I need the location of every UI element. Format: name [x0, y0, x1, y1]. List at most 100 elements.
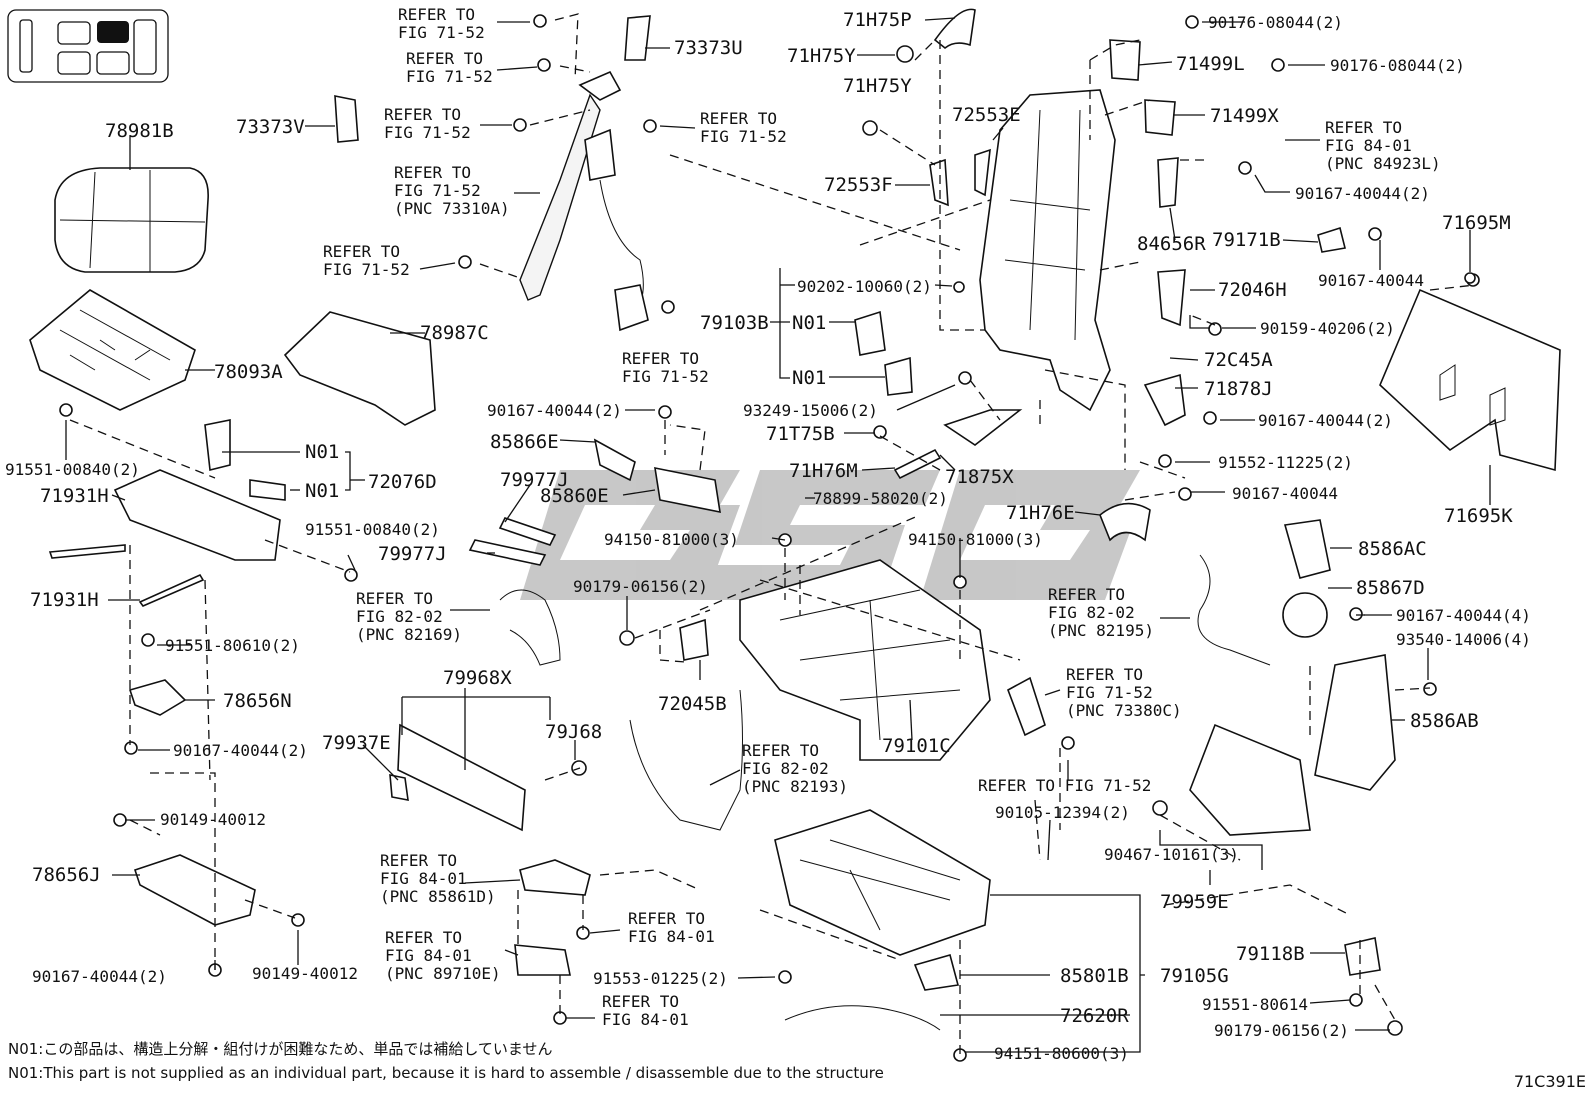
label-pnc-84923l: (PNC 84923L) — [1325, 154, 1441, 173]
adjuster-71931h-icon — [113, 469, 281, 561]
label-78899-58020: 78899-58020(2) — [813, 489, 948, 508]
label-refer-to-16: REFER TO — [602, 992, 679, 1011]
diagram-code: 71C391E — [1513, 1072, 1586, 1091]
seat-track-79105g-icon — [774, 809, 991, 956]
label-94150-81000-1: 94150-81000(3) — [604, 530, 739, 549]
label-refer-to-3: REFER TO — [384, 105, 461, 124]
label-71499l: 71499L — [1176, 53, 1245, 75]
label-fig-84-01-3: FIG 84-01 — [628, 927, 715, 946]
label-79968x: 79968X — [443, 667, 512, 689]
label-refer-to-10: REFER TO — [1048, 585, 1125, 604]
label-73373u: 73373U — [674, 37, 743, 59]
label-94151-80600: 94151-80600(3) — [994, 1044, 1129, 1063]
switch-85860e-icon — [654, 466, 721, 514]
motor-n01-upper-icon — [204, 419, 231, 471]
label-71t75b: 71T75B — [766, 423, 835, 445]
label-fig-84-01-5: FIG 84-01 — [602, 1010, 689, 1029]
label-refer-to-8: REFER TO — [622, 349, 699, 368]
label-refer-to-11: REFER TO — [1066, 665, 1143, 684]
label-71h76m: 71H76M — [789, 460, 858, 482]
label-pnc-82169: (PNC 82169) — [356, 625, 462, 644]
seat-frame-79101c-icon — [739, 559, 991, 761]
label-78656j: 78656J — [32, 864, 101, 886]
clip-71695m-icon — [1464, 272, 1476, 284]
harness-82193-icon — [629, 689, 743, 831]
label-79j68: 79J68 — [545, 721, 602, 743]
label-90105-12394: 90105-12394(2) — [995, 803, 1130, 822]
bolt-icons — [59, 14, 1480, 1062]
label-71695k: 71695K — [1444, 505, 1513, 527]
pin-71931h-lower-icon — [138, 573, 205, 607]
label-fig-71-52-8: FIG 71-52 — [1066, 683, 1153, 702]
label-91551-80614: 91551-80614 — [1202, 995, 1308, 1014]
label-71878j: 71878J — [1204, 378, 1273, 400]
label-72045b: 72045B — [658, 693, 727, 715]
label-90149-40012-1: 90149-40012 — [160, 810, 266, 829]
label-90167-40044-1: 90167-40044(2) — [1295, 184, 1430, 203]
label-fig-71-52-6: FIG 71-52 — [323, 260, 410, 279]
label-fig-71-52-4: FIG 71-52 — [700, 127, 787, 146]
recliner-n01-lower-icon — [884, 356, 913, 396]
duct-8586ab-icon — [1314, 654, 1396, 791]
guide-71h75p-icon — [933, 8, 976, 50]
pin-71931h-upper-icon — [48, 544, 126, 559]
sensor-72045b-icon — [679, 618, 709, 661]
bracket-73373v-icon — [334, 95, 359, 143]
part-labels: REFER TO FIG 71-52 REFER TO FIG 71-52 73… — [5, 5, 1531, 1063]
label-90167-40044-5: 90167-40044 — [1232, 484, 1338, 503]
harness-82195-icon — [1197, 554, 1271, 666]
label-refer-to-13: REFER TO — [380, 851, 457, 870]
label-71695m: 71695M — [1442, 212, 1511, 234]
duct-8586ac-icon — [1283, 519, 1331, 579]
label-84656r: 84656R — [1137, 233, 1206, 255]
label-94150-81000-2: 94150-81000(3) — [908, 530, 1043, 549]
label-93540-14006: 93540-14006(4) — [1396, 630, 1531, 649]
assembly-guide-lines — [69, 13, 1476, 1055]
leader-lines — [65, 17, 1491, 1053]
motor-n01-lower-icon — [249, 479, 286, 501]
label-fig-71-52-1: FIG 71-52 — [398, 23, 485, 42]
label-72076d: 72076D — [368, 471, 437, 493]
guide-71h76e-icon — [1099, 502, 1151, 542]
label-71h75y-1: 71H75Y — [787, 45, 856, 67]
label-71931h-1: 71931H — [40, 485, 109, 507]
label-n01-1: N01 — [792, 312, 826, 334]
cover-71875x-icon — [943, 409, 1023, 446]
harness-82169-icon — [499, 589, 561, 666]
cable-72620r-icon — [784, 1005, 941, 1031]
label-90202-10060: 90202-10060(2) — [797, 277, 932, 296]
label-refer-to-1: REFER TO — [398, 5, 475, 24]
label-72046h: 72046H — [1218, 279, 1287, 301]
label-79118b: 79118B — [1236, 943, 1305, 965]
label-91553-01225: 91553-01225(2) — [593, 969, 728, 988]
label-90179-06156-2: 90179-06156(2) — [1214, 1021, 1349, 1040]
label-90167-40044-2: 90167-40044 — [1318, 271, 1424, 290]
label-79171b: 79171B — [1212, 229, 1281, 251]
switch-85866e-icon — [593, 438, 636, 482]
label-fig-82-02-1: FIG 82-02 — [356, 607, 443, 626]
bracket-79118b-icon — [1344, 937, 1381, 976]
label-90167-40044-8: 90167-40044(2) — [32, 967, 167, 986]
label-71499x: 71499X — [1210, 105, 1279, 127]
label-79105g: 79105G — [1160, 965, 1229, 987]
label-85867d: 85867D — [1356, 577, 1425, 599]
label-85801b: 85801B — [1060, 965, 1129, 987]
label-72553e: 72553E — [952, 104, 1021, 126]
cushion-cover-78987c-icon — [283, 311, 436, 426]
cover-72553f-icon — [929, 158, 949, 207]
panel-84656r-icon — [1157, 157, 1179, 208]
label-fig-84-01-4: FIG 84-01 — [385, 946, 472, 965]
label-79977j-1: 79977J — [500, 469, 569, 491]
label-79977j-2: 79977J — [378, 543, 447, 565]
label-78981b: 78981B — [105, 120, 174, 142]
label-71875x: 71875X — [945, 466, 1014, 488]
label-85866e: 85866E — [490, 431, 559, 453]
label-refer-to-6: REFER TO — [394, 163, 471, 182]
label-72620r: 72620R — [1060, 1005, 1129, 1027]
label-8586ac: 8586AC — [1358, 538, 1427, 560]
label-pnc-89710e: (PNC 89710E) — [385, 964, 501, 983]
note-japanese: N01:この部品は、構造上分解・組付けが困難なため、単品では補給していません — [8, 1040, 553, 1058]
label-refer-to-fig-71-52: REFER TO FIG 71-52 — [978, 776, 1151, 795]
label-71h76e: 71H76E — [1006, 502, 1075, 524]
